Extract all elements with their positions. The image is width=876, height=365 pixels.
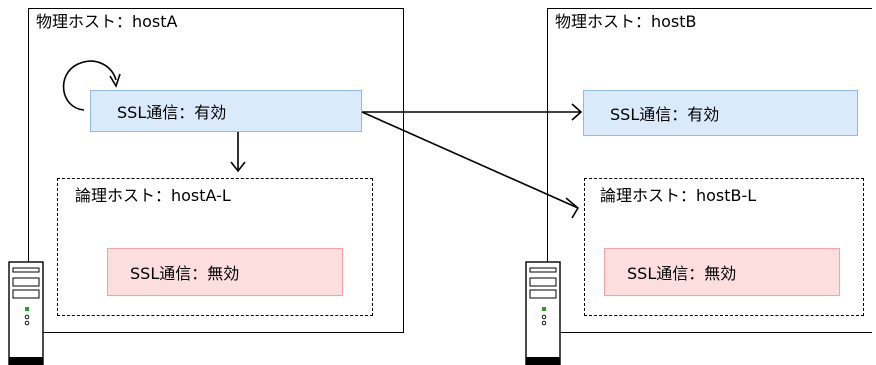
physical-host-b-title: 物理ホスト：hostB — [555, 12, 697, 31]
arrow-to-logical-hostb-head — [565, 197, 580, 219]
logical-host-b-ssl-disabled: SSL通信：無効 — [604, 248, 840, 296]
logical-host-a-ssl-label: SSL通信：無効 — [130, 264, 240, 283]
arrow-to-hostb-ssl-head — [571, 103, 583, 121]
physical-host-a-title: 物理ホスト：hostA — [36, 12, 178, 31]
server-icon — [525, 261, 561, 365]
host-a-ssl-label: SSL通信：有効 — [117, 103, 227, 122]
down-arrow-head — [230, 161, 246, 173]
arrow-to-logical-hostb-line — [361, 111, 579, 209]
host-a-ssl-enabled: SSL通信：有効 — [90, 90, 362, 132]
logical-host-a-ssl-disabled: SSL通信：無効 — [107, 248, 343, 296]
self-loop-arrow — [62, 60, 117, 111]
logical-host-b-ssl-label: SSL通信：無効 — [627, 264, 737, 283]
server-icon — [8, 261, 44, 365]
logical-host-a-title: 論理ホスト：hostA-L — [75, 186, 231, 205]
logical-host-b-title: 論理ホスト：hostB-L — [600, 186, 757, 205]
host-b-ssl-enabled: SSL通信：有効 — [583, 90, 858, 136]
host-b-ssl-label: SSL通信：有効 — [610, 105, 720, 124]
self-loop-arrowhead — [109, 73, 121, 88]
